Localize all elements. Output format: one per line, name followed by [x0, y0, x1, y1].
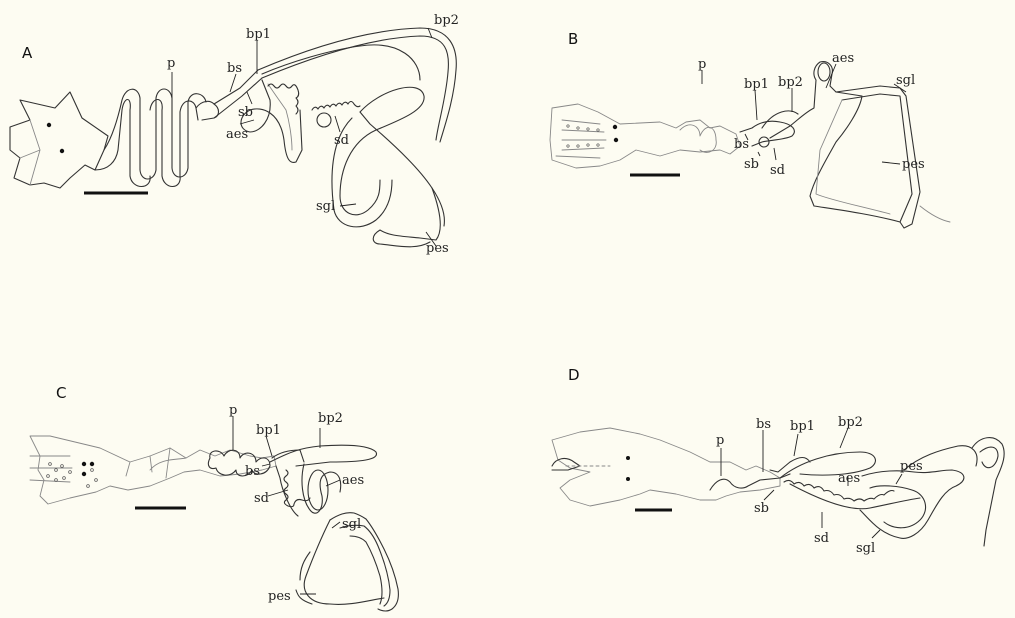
panel-a-eye — [60, 149, 64, 153]
label-a-p: p — [167, 56, 175, 71]
panel-d: D bs bp1 bp2 p pes aes sb sd sgl — [552, 366, 1004, 556]
label-b-aes: aes — [832, 51, 854, 66]
label-c-bp1: bp1 — [256, 423, 281, 438]
panel-d-salivary-gland — [860, 470, 964, 538]
label-d-pes: pes — [900, 459, 923, 474]
label-d-bp2: bp2 — [838, 415, 863, 430]
label-a-bp2: bp2 — [434, 13, 459, 28]
label-a-sb: sb — [238, 105, 253, 120]
panel-d-letter: D — [568, 366, 580, 384]
label-c-p: p — [229, 403, 237, 418]
label-b-pes: pes — [902, 157, 925, 172]
label-d-aes: aes — [838, 471, 860, 486]
label-d-sgl: sgl — [856, 541, 875, 556]
panel-b-letter: B — [568, 30, 578, 48]
label-a-bs: bs — [227, 61, 242, 76]
label-b-p: p — [698, 57, 706, 72]
panel-c-head — [30, 436, 276, 504]
label-b-bp2: bp2 — [778, 75, 803, 90]
panel-a: A p bs bp1 bp2 sb aes sd — [10, 13, 459, 256]
label-b-sb: sb — [744, 157, 759, 172]
label-a-sd: sd — [334, 133, 349, 148]
label-b-sd: sd — [770, 163, 785, 178]
panel-c-eye — [82, 462, 86, 466]
panel-b-eye — [613, 125, 617, 129]
panel-a-letter: A — [22, 44, 33, 62]
label-d-bp1: bp1 — [790, 419, 815, 434]
label-d-bs: bs — [756, 417, 771, 432]
panel-a-eye — [47, 123, 51, 127]
label-a-bp1: bp1 — [246, 27, 271, 42]
panel-d-posterior-esophagus — [870, 446, 977, 528]
panel-a-salivary-duct — [268, 84, 299, 114]
label-d-sb: sb — [754, 501, 769, 516]
panel-c: C p bp2 bp1 bs aes sd sgl pes — [30, 384, 398, 611]
label-c-aes: aes — [342, 473, 364, 488]
panel-c-eye — [82, 472, 86, 476]
label-c-sd: sd — [254, 491, 269, 506]
label-c-bp2: bp2 — [318, 411, 343, 426]
panel-c-penis — [208, 450, 270, 476]
label-b-sgl: sgl — [896, 73, 915, 88]
panel-b: B p bp1 bp2 aes sgl bs sb sd pes — [550, 30, 950, 228]
panel-b-eye — [614, 138, 618, 142]
panel-d-head — [552, 428, 780, 506]
panel-d-eye — [626, 477, 630, 481]
panel-a-salivary-gland — [340, 87, 424, 215]
label-a-pes: pes — [426, 241, 449, 256]
panel-c-salivary-gland — [330, 513, 398, 611]
label-a-aes: aes — [226, 127, 248, 142]
label-c-pes: pes — [268, 589, 291, 604]
panel-d-eye — [626, 456, 630, 460]
label-c-sgl: sgl — [342, 517, 361, 532]
panel-c-letter: C — [56, 384, 66, 402]
label-b-bs: bs — [734, 137, 749, 152]
panel-b-posterior-esophagus — [810, 92, 900, 222]
panel-a-head — [10, 92, 108, 188]
label-d-p: p — [716, 433, 724, 448]
label-b-bp1: bp1 — [744, 77, 769, 92]
label-d-sd: sd — [814, 531, 829, 546]
label-a-sgl: sgl — [316, 199, 335, 214]
label-c-bs: bs — [245, 464, 260, 479]
panel-b-head — [550, 104, 740, 168]
